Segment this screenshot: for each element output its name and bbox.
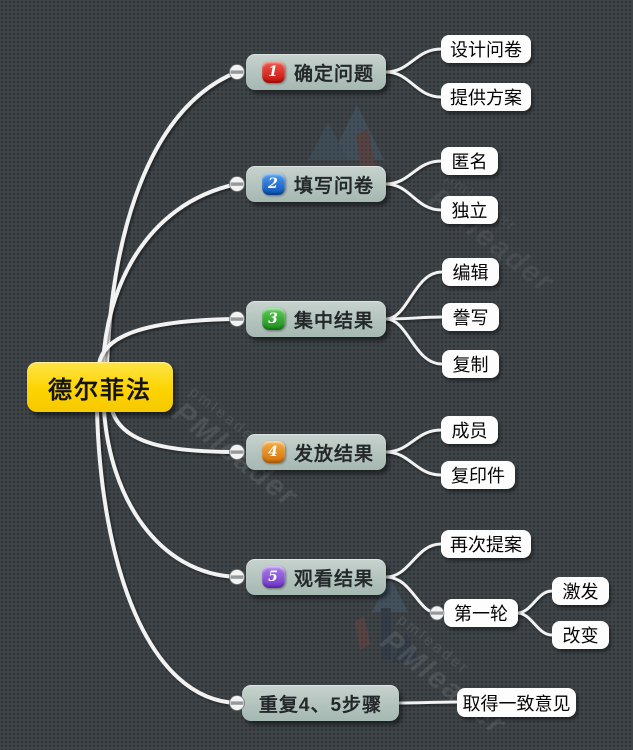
child-link (515, 611, 554, 637)
collapse-handle[interactable] (229, 444, 245, 460)
number-badge: 5 (262, 566, 285, 588)
child-link (384, 70, 443, 99)
branch-curve (101, 182, 239, 367)
subtopic[interactable]: 誊写 (442, 303, 499, 331)
child-link (515, 589, 554, 615)
subtopic-label: 设计问卷 (450, 40, 522, 60)
subtopic-label: 编辑 (452, 263, 489, 283)
branch-curve (105, 70, 239, 367)
subtopic-label: 成员 (451, 421, 488, 441)
root-topic[interactable]: 德尔菲法 (27, 362, 173, 412)
subtopic[interactable]: 复印件 (441, 461, 515, 489)
collapse-handle[interactable] (229, 64, 245, 80)
subtopic-label: 复制 (452, 355, 489, 375)
branch-curve (110, 408, 239, 454)
branch-curve (95, 408, 239, 705)
child-link (384, 270, 444, 321)
watermark-text: pmleader PMleader (374, 611, 513, 742)
branch-topic-label: 集中结果 (294, 310, 375, 332)
subtopic[interactable]: 编辑 (442, 258, 499, 286)
child-link (384, 182, 443, 212)
subtopic[interactable]: 成员 (441, 416, 498, 444)
collapse-handle[interactable] (229, 311, 245, 327)
number-badge: 3 (262, 308, 285, 330)
branch-curve (102, 408, 239, 579)
subtopic[interactable]: 激发 (552, 577, 609, 605)
subtopic-label: 取得一致意见 (462, 693, 571, 714)
child-link (384, 47, 443, 74)
subtopic-label: 第一轮 (454, 604, 508, 624)
branch-topic-2[interactable]: 2 填写问卷 (246, 166, 386, 202)
subtopic-label: 复印件 (451, 466, 505, 486)
branch-topic-1[interactable]: 1 确定问题 (246, 54, 386, 90)
subtopic-label: 独立 (451, 201, 488, 221)
child-link (384, 317, 444, 366)
subtopic[interactable]: 再次提案 (441, 530, 531, 558)
branch-topic-label: 重复4、5步骤 (258, 694, 383, 716)
branch-topic-5[interactable]: 5 观看结果 (246, 559, 386, 595)
child-link (384, 428, 443, 454)
subtopic-label: 激发 (562, 582, 599, 602)
child-link (384, 450, 443, 477)
subtopic-label: 提供方案 (450, 88, 522, 108)
subtopic[interactable]: 取得一致意见 (457, 688, 576, 717)
branch-topic-3[interactable]: 3 集中结果 (246, 301, 386, 337)
collapse-handle[interactable] (229, 176, 245, 192)
collapse-handle[interactable] (229, 569, 245, 585)
number-badge: 2 (262, 173, 285, 195)
subtopic[interactable]: 第一轮 (444, 599, 518, 627)
subtopic-label: 誊写 (452, 308, 489, 328)
number-badge: 4 (262, 441, 285, 463)
number-badge: 1 (262, 61, 285, 83)
branch-topic-label: 填写问卷 (294, 175, 375, 197)
child-link (397, 700, 459, 705)
subtopic[interactable]: 改变 (552, 621, 609, 649)
subtopic[interactable]: 提供方案 (441, 83, 531, 111)
collapse-handle[interactable] (429, 605, 445, 621)
branch-topic-label: 确定问题 (294, 63, 375, 85)
child-link (384, 315, 444, 321)
branch-topic-4[interactable]: 4 发放结果 (246, 434, 386, 470)
child-link (384, 575, 439, 615)
subtopic[interactable]: 匿名 (441, 147, 498, 175)
root-topic-label: 德尔菲法 (48, 376, 152, 404)
child-link (384, 542, 443, 579)
subtopic-label: 改变 (562, 626, 599, 646)
subtopic[interactable]: 独立 (441, 196, 498, 224)
subtopic-label: 再次提案 (450, 535, 522, 555)
child-link (384, 159, 443, 186)
subtopic[interactable]: 复制 (442, 350, 499, 378)
subtopic[interactable]: 设计问卷 (441, 35, 531, 63)
branch-topic-label: 观看结果 (294, 568, 375, 590)
subtopic-label: 匿名 (451, 152, 488, 172)
branch-topic-6[interactable]: 重复4、5步骤 (242, 685, 399, 721)
branch-topic-label: 发放结果 (294, 443, 375, 465)
branch-curve (97, 317, 239, 366)
